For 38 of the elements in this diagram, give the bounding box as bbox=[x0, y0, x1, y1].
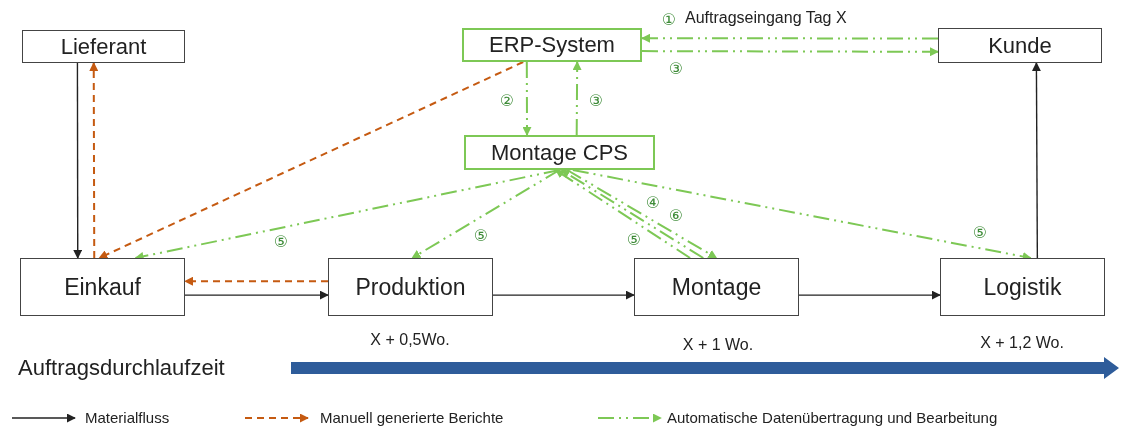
legend-label: Manuell generierte Berichte bbox=[320, 409, 504, 426]
arrow bbox=[641, 47, 939, 57]
edge-label: ③ bbox=[587, 93, 605, 109]
arrow bbox=[492, 290, 635, 300]
process-box: Montage CPS bbox=[464, 135, 655, 170]
legend-label: Materialfluss bbox=[85, 409, 170, 426]
arrow bbox=[522, 61, 532, 136]
process-box: Lieferant bbox=[22, 30, 185, 63]
process-box: Montage bbox=[634, 258, 799, 316]
legend-label: Automatische Datenübertragung und Bearbeitung bbox=[667, 409, 998, 426]
edge-label: ⑤ bbox=[971, 225, 989, 241]
edge-label: ⑤ bbox=[472, 228, 490, 244]
process-box: Einkauf bbox=[20, 258, 185, 316]
arrow bbox=[73, 62, 83, 259]
edge-label: ③ bbox=[667, 61, 685, 77]
edge-label: ④ bbox=[644, 195, 662, 211]
process-box: ERP-System bbox=[462, 28, 642, 62]
process-box: Kunde bbox=[938, 28, 1102, 63]
time-label: X + 1 Wo. bbox=[682, 336, 754, 354]
edge-label: ① bbox=[660, 12, 678, 28]
time-label: X + 1,2 Wo. bbox=[980, 334, 1064, 352]
edge-label: ② bbox=[498, 93, 516, 109]
time-label: X + 0,5Wo. bbox=[370, 331, 450, 349]
arrow bbox=[1031, 62, 1041, 259]
arrow bbox=[641, 33, 939, 43]
process-box: Logistik bbox=[940, 258, 1105, 316]
edge-label: ⑥ bbox=[667, 208, 685, 224]
note-label: Auftragseingang Tag X bbox=[685, 9, 847, 27]
arrow bbox=[184, 276, 329, 286]
process-box: Produktion bbox=[328, 258, 493, 316]
arrow bbox=[98, 61, 525, 259]
arrow bbox=[184, 290, 329, 300]
arrow bbox=[798, 290, 941, 300]
arrow bbox=[89, 62, 99, 259]
edge-label: ⑤ bbox=[272, 234, 290, 250]
timeline-label: Auftragsdurchlaufzeit bbox=[18, 355, 225, 381]
edge-label: ⑤ bbox=[625, 232, 643, 248]
arrow bbox=[572, 61, 582, 136]
